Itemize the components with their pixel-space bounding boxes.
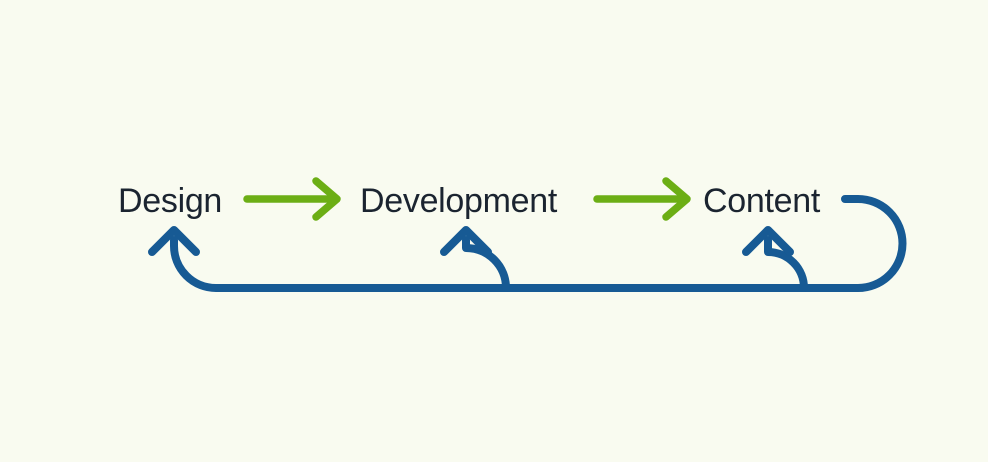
forward-arrow-development-to-content-icon <box>593 177 691 221</box>
feedback-arrowhead-content-icon <box>742 226 794 256</box>
forward-arrow-design-to-development-icon <box>243 177 341 221</box>
feedback-arrowhead-development-icon <box>440 226 492 256</box>
node-label-design: Design <box>118 182 223 220</box>
node-label-content: Content <box>703 182 820 220</box>
node-label-development: Development <box>360 182 558 220</box>
feedback-loop-arrow-icon <box>148 195 907 292</box>
feedback-arrowhead-design-icon <box>148 226 200 256</box>
